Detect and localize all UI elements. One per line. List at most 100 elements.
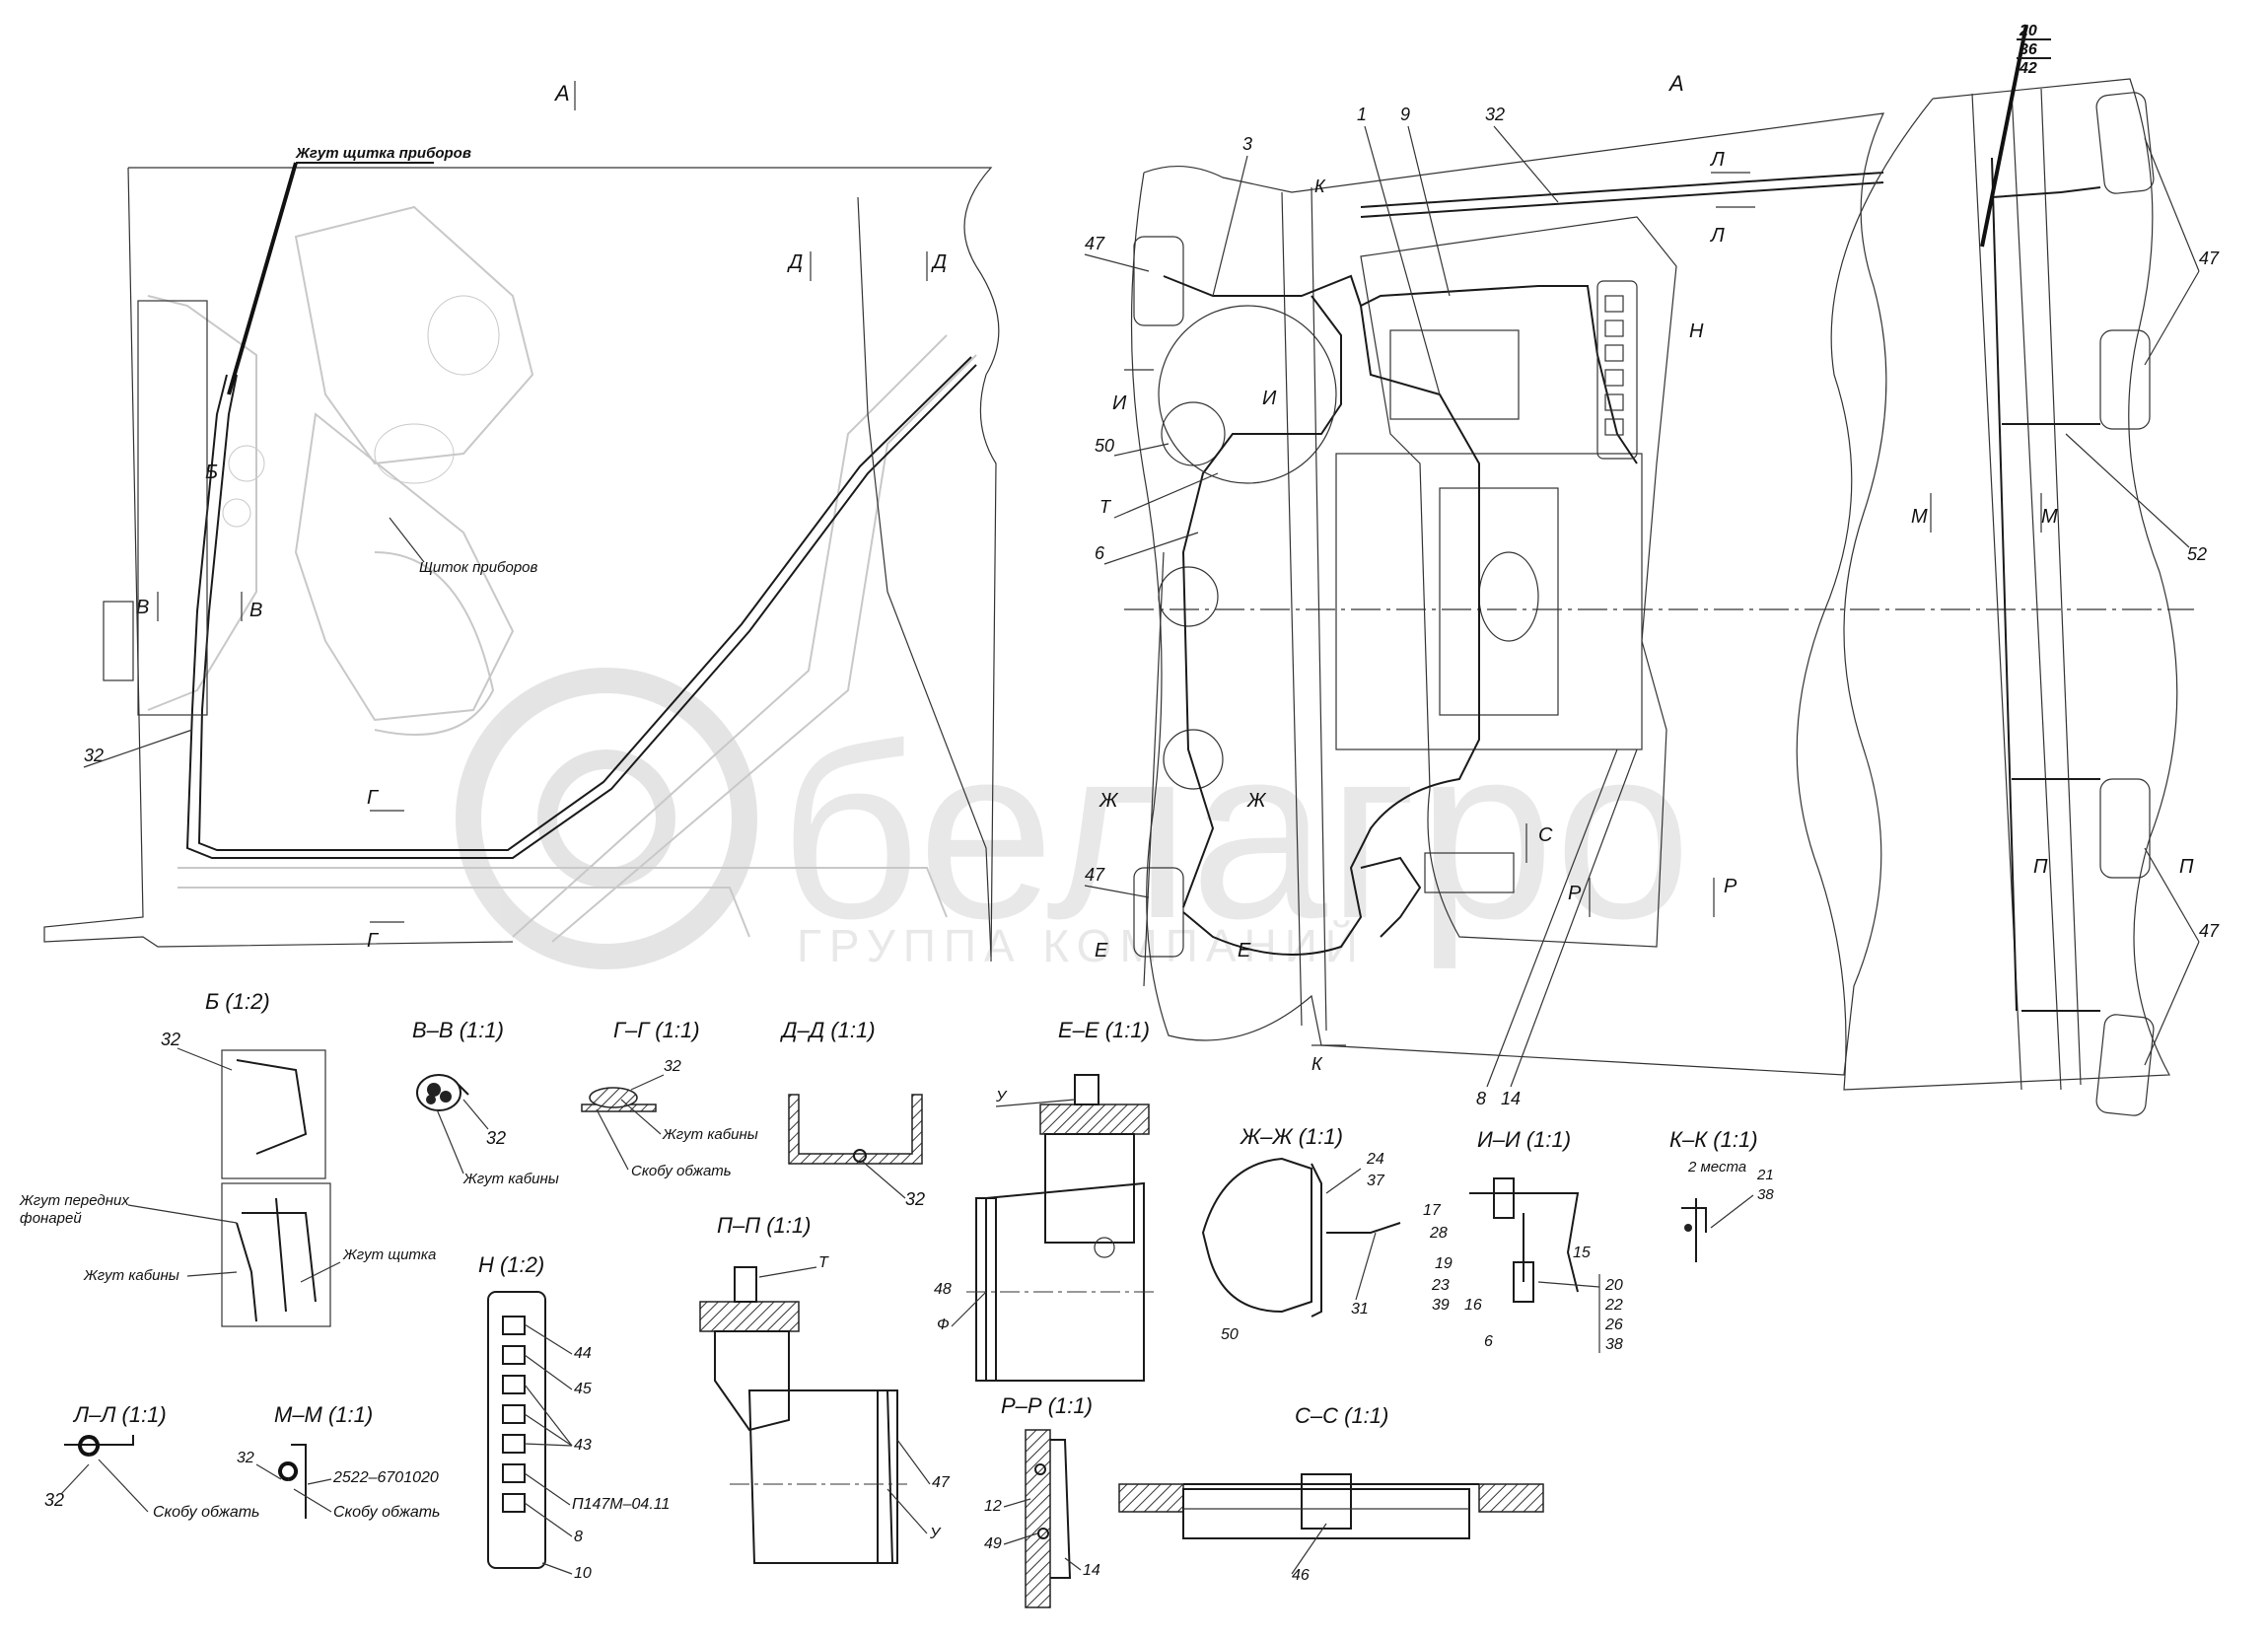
pos-9: 9	[1400, 105, 1410, 124]
detail-gg: Г–Г (1:1) 32 Жгут кабины Скобу обжать	[581, 1018, 758, 1179]
detail-n-code: П147М–04.11	[572, 1496, 670, 1513]
detail-vv-label: Жгут кабины	[462, 1171, 559, 1187]
detail-b: Б (1:2) 32 Жгут передних фонарей Жгут ка…	[19, 989, 436, 1327]
detail-b-label-1: Жгут передних	[19, 1192, 129, 1209]
mark-m2: М	[2041, 506, 2058, 528]
watermark-tagline: ГРУППА КОМПАНИЙ	[797, 920, 1366, 971]
detail-vv: В–В (1:1) 32 Жгут кабины	[412, 1018, 559, 1187]
detail-zhzh-24: 24	[1366, 1151, 1384, 1168]
detail-kk-21: 21	[1756, 1167, 1774, 1183]
detail-rr-49: 49	[984, 1535, 1002, 1552]
pos-52: 52	[2187, 544, 2207, 564]
detail-ii-17: 17	[1423, 1202, 1442, 1219]
mark-e1: Е	[1095, 940, 1108, 961]
detail-vv-title: В–В (1:1)	[412, 1018, 504, 1042]
detail-ii-22: 22	[1604, 1297, 1623, 1314]
mark-g2: Г	[367, 930, 380, 952]
detail-gg-label-2: Скобу обжать	[631, 1163, 732, 1179]
pos-47-c: 47	[2199, 249, 2220, 268]
pos-32-left: 32	[84, 746, 104, 765]
detail-b-label-2: фонарей	[20, 1210, 82, 1227]
detail-b-pos: 32	[161, 1030, 180, 1049]
detail-n-title: Н (1:2)	[478, 1252, 544, 1277]
mark-zh2: Ж	[1246, 790, 1267, 812]
pos-8: 8	[1476, 1089, 1486, 1108]
detail-ii-39: 39	[1432, 1297, 1450, 1314]
detail-pp-mark-u: У	[929, 1526, 942, 1542]
detail-ii-16: 16	[1464, 1297, 1482, 1314]
detail-n: Н (1:2) 44 45 43 П147М–04.11 8 10	[478, 1252, 670, 1582]
detail-ii-38: 38	[1605, 1336, 1623, 1353]
detail-ss: С–С (1:1) 46	[1118, 1403, 1544, 1584]
detail-gg-title: Г–Г (1:1)	[613, 1018, 700, 1042]
mark-zh1: Ж	[1099, 790, 1119, 812]
detail-ee: Е–Е (1:1) У 48 Ф	[934, 1018, 1154, 1382]
mark-l2: Л	[1709, 225, 1725, 247]
mark-b: Б	[205, 462, 218, 483]
detail-rr-12: 12	[984, 1498, 1002, 1515]
detail-ii-title: И–И (1:1)	[1477, 1127, 1571, 1152]
detail-zhzh-31: 31	[1351, 1301, 1369, 1318]
mark-t: Т	[1099, 497, 1112, 517]
watermark: белагро ГРУППА КОМПАНИЙ	[456, 668, 1691, 971]
detail-mm-part: 2522–6701020	[332, 1469, 439, 1486]
watermark-brand: белагро	[779, 694, 1691, 969]
detail-zhzh-50: 50	[1221, 1326, 1239, 1343]
detail-ee-mark-u: У	[995, 1089, 1008, 1105]
roof-lamps-view: 20 36 42 47 52 47 М М П П	[1796, 23, 2220, 1116]
detail-kk-note: 2 места	[1687, 1159, 1746, 1175]
detail-pp-pos-47: 47	[932, 1474, 951, 1491]
detail-n-10: 10	[574, 1565, 592, 1582]
mark-i2: И	[1262, 388, 1277, 409]
left-view-title: А	[553, 81, 570, 106]
detail-mm-label: Скобу обжать	[333, 1504, 440, 1521]
pos-50: 50	[1095, 436, 1114, 456]
detail-ii-20: 20	[1604, 1277, 1623, 1294]
left-view-cab: А Жгут щитка приборов Щиток приборов Д Д	[43, 81, 1000, 962]
mark-p1: П	[2033, 856, 2048, 878]
detail-pp-title: П–П (1:1)	[717, 1213, 811, 1238]
mark-p2: П	[2179, 856, 2194, 878]
mark-v1: В	[136, 597, 149, 618]
detail-kk: К–К (1:1) 2 места 21 38	[1669, 1127, 1774, 1262]
detail-mm-pos: 32	[237, 1450, 254, 1466]
detail-zhzh-37: 37	[1367, 1173, 1385, 1189]
detail-ee-mark-f: Ф	[937, 1317, 950, 1333]
detail-mm-title: М–М (1:1)	[274, 1402, 373, 1427]
detail-ll-title: Л–Л (1:1)	[72, 1402, 167, 1427]
panel-label: Щиток приборов	[419, 559, 538, 576]
detail-ii-23: 23	[1431, 1277, 1450, 1294]
detail-n-45: 45	[574, 1381, 592, 1397]
detail-ii: И–И (1:1) 17 28 19 23 39 16 6 15 20 22 2…	[1423, 1127, 1623, 1353]
mark-i1: И	[1112, 392, 1127, 414]
detail-ii-26: 26	[1604, 1317, 1623, 1333]
detail-dd: Д–Д (1:1) 32	[779, 1018, 925, 1209]
stack-42: 42	[2019, 60, 2037, 77]
detail-dd-title: Д–Д (1:1)	[779, 1018, 876, 1042]
detail-gg-label-1: Жгут кабины	[662, 1126, 758, 1143]
detail-pp: П–П (1:1) Т 47 У	[699, 1213, 951, 1564]
pos-47-b: 47	[1085, 865, 1105, 885]
detail-ii-15: 15	[1573, 1245, 1591, 1261]
detail-pp-mark-t: Т	[818, 1254, 829, 1271]
stack-36: 36	[2020, 41, 2037, 58]
pos-1: 1	[1357, 105, 1367, 124]
callout-harness-dashboard: Жгут щитка приборов	[295, 145, 471, 162]
pos-3: 3	[1242, 134, 1252, 154]
stack-20: 20	[2019, 23, 2037, 39]
detail-n-43: 43	[574, 1437, 592, 1454]
pos-14: 14	[1501, 1089, 1521, 1108]
detail-kk-38: 38	[1757, 1186, 1774, 1203]
detail-rr-title: Р–Р (1:1)	[1001, 1393, 1093, 1418]
detail-rr-14: 14	[1083, 1562, 1100, 1579]
mark-k1: К	[1314, 177, 1326, 196]
pos-32-top: 32	[1485, 105, 1505, 124]
mark-n: Н	[1689, 320, 1704, 342]
mark-d2: Д	[931, 251, 947, 273]
mark-s: С	[1538, 824, 1553, 846]
detail-n-8: 8	[574, 1529, 583, 1545]
pos-47-a: 47	[1085, 234, 1105, 253]
detail-rr: Р–Р (1:1) 12 49 14	[984, 1393, 1100, 1608]
detail-n-44: 44	[574, 1345, 592, 1362]
